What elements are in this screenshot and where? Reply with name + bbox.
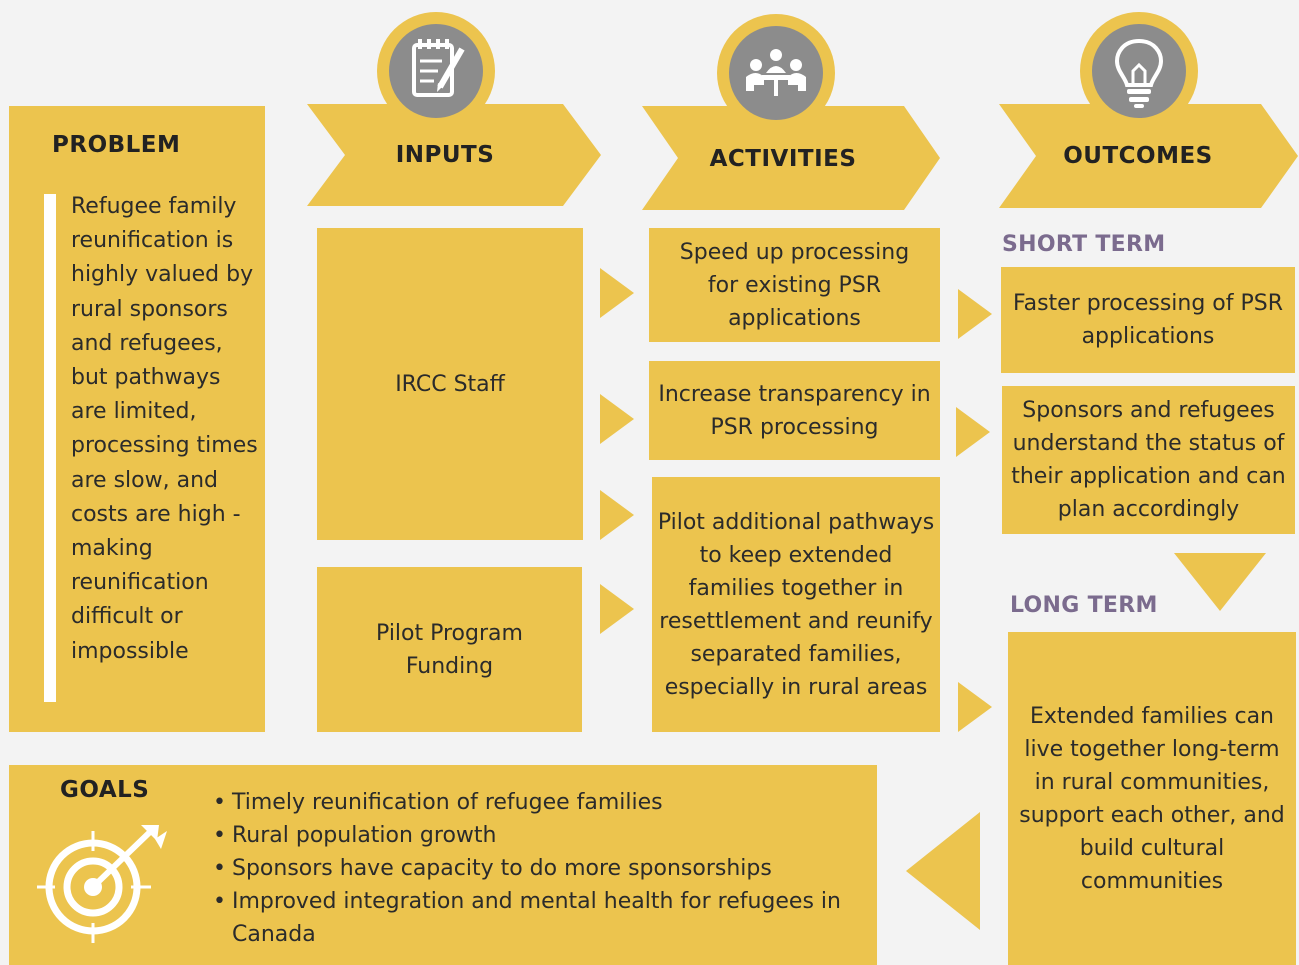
lightbulb-icon [1080, 12, 1198, 130]
outcome-item-label: Faster processing of PSR applications [1012, 291, 1284, 349]
goals-heading: GOALS [60, 777, 150, 803]
arrow-short-to-long [1174, 553, 1266, 611]
input-item-label: IRCC Staff [395, 371, 505, 397]
inputs-heading: INPUTS [395, 142, 495, 168]
goal-item: Improved integration and mental health f… [210, 885, 870, 951]
team-meeting-icon [717, 14, 835, 132]
outcome-short-faster-processing: Faster processing of PSR applications [1001, 267, 1295, 373]
arrow-long-to-goals [906, 812, 980, 930]
goals-box: GOALS Timely reunification of refugee fa… [9, 765, 877, 965]
goal-item: Timely reunification of refugee families [210, 786, 870, 819]
problem-accent-bar [44, 194, 56, 702]
input-item-pilot-funding: Pilot Program Funding [317, 567, 582, 732]
input-item-label: Pilot Program Funding [376, 620, 523, 679]
activity-item-speed-up: Speed up processing for existing PSR app… [649, 228, 940, 342]
activity-item-label: Pilot additional pathways to keep extend… [657, 509, 935, 700]
short-term-label: SHORT TERM [1002, 232, 1166, 257]
problem-text: Refugee family reunification is highly v… [71, 194, 258, 664]
arrow-activity-to-outcome-1 [958, 289, 992, 339]
outcome-item-label: Extended families can live together long… [1019, 703, 1285, 894]
outcome-item-label: Sponsors and refugees understand the sta… [1011, 398, 1286, 522]
target-arrow-icon [37, 825, 167, 943]
activities-chevron [642, 106, 940, 210]
arrow-input-to-activity-4 [600, 584, 634, 634]
activity-item-transparency: Increase transparency in PSR processing [649, 361, 940, 460]
long-term-label: LONG TERM [1010, 593, 1158, 618]
inputs-chevron [307, 104, 601, 206]
activity-item-label: Increase transparency in PSR processing [658, 381, 931, 440]
arrow-input-to-activity-2 [600, 394, 634, 444]
arrow-input-to-activity-3 [600, 490, 634, 540]
arrow-input-to-activity-1 [600, 268, 634, 318]
goals-list: Timely reunification of refugee families… [210, 786, 870, 951]
outcome-long-extended-families: Extended families can live together long… [1008, 632, 1296, 965]
outcomes-heading: OUTCOMES [1063, 143, 1213, 169]
problem-heading: PROBLEM [52, 132, 181, 158]
activity-item-label: Speed up processing for existing PSR app… [679, 239, 910, 331]
problem-box: PROBLEM Refugee family reunification is … [9, 106, 265, 732]
goal-item: Rural population growth [210, 819, 870, 852]
outcome-short-understand-status: Sponsors and refugees understand the sta… [1002, 386, 1295, 534]
notepad-pencil-icon [377, 12, 495, 130]
outcomes-chevron [999, 104, 1298, 208]
arrow-activity-to-outcome-2 [956, 407, 990, 457]
arrow-activity-to-outcome-3 [958, 682, 992, 732]
input-item-ircc-staff: IRCC Staff [317, 228, 583, 540]
activities-heading: ACTIVITIES [709, 146, 857, 172]
goal-item: Sponsors have capacity to do more sponso… [210, 852, 870, 885]
activity-item-pilot-pathways: Pilot additional pathways to keep extend… [652, 477, 940, 732]
